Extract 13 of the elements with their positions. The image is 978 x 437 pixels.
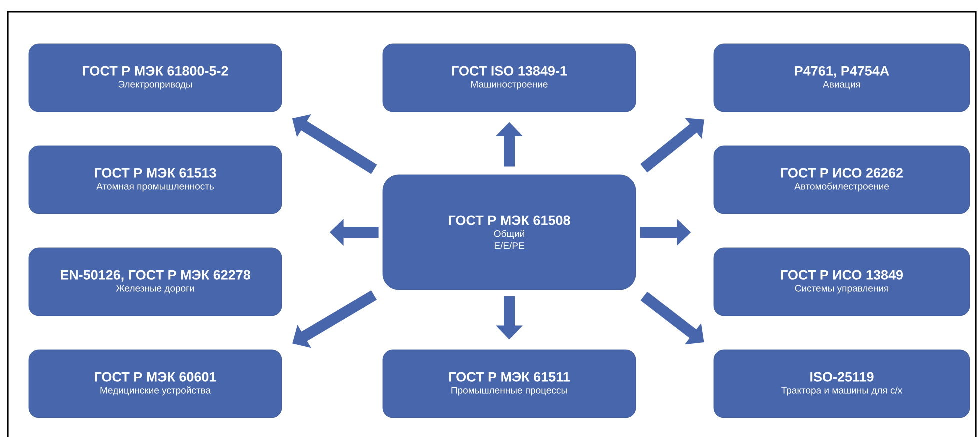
standard-box: ГОСТ Р ИСО 13849 Системы управления [714,248,970,316]
standard-box: ГОСТ Р МЭК 61800-5-2 Электроприводы [28,44,282,112]
standard-box: EN-50126, ГОСТ Р МЭК 62278 Железные дороги [28,248,282,316]
standard-box: P4761, P4754A Авиация [714,44,970,112]
standard-box: ГОСТ Р МЭК 61511 Промышленные процессы [382,350,636,418]
standard-box: ГОСТ Р ИСО 26262 Автомобилестроение [714,146,970,214]
standard-box: ГОСТ Р МЭК 60601 Медицинские устройства [28,350,282,418]
standard-box: ГОСТ Р МЭК 61513 Атомная промышленность [28,146,282,214]
block-arrow [640,118,704,173]
standard-box: ГОСТ ISO 13849-1 Машиностроение [382,44,636,112]
standard-box: ГОСТ Р МЭК 61508 Общий E/E/PE [382,174,636,290]
block-arrow [292,290,377,348]
standard-box: ISO-25119 Трактора и машины для с/х [714,350,970,418]
